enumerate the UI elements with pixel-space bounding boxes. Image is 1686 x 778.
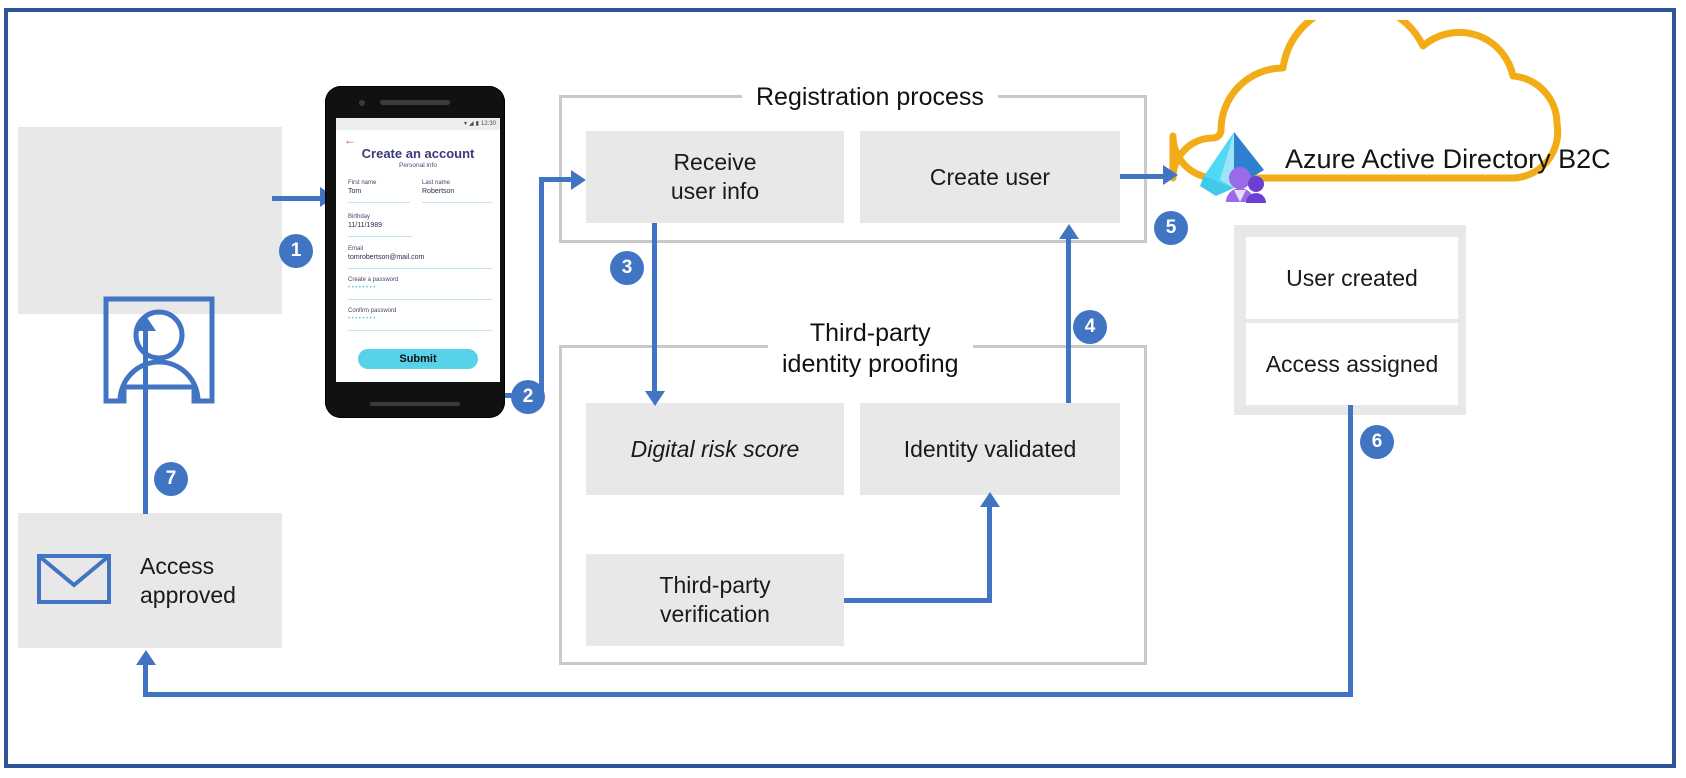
field-birthday-underline	[348, 236, 412, 237]
field-last-name-label: Last name	[422, 180, 451, 186]
field-email[interactable]: Email tomrobertson@mail.com	[348, 246, 488, 261]
form-subtitle: Personal info	[399, 162, 437, 169]
create-user-box: Create user	[860, 131, 1120, 223]
azure-cloud-label: Azure Active Directory B2C	[1285, 144, 1611, 174]
connector-4-arrowhead	[1059, 224, 1079, 239]
third-party-verification-box: Third-party verification	[586, 554, 844, 646]
connector-verify-line-a	[844, 598, 992, 603]
access-approved-box: Access approved	[18, 513, 282, 648]
field-first-name-label: First name	[348, 180, 377, 186]
field-create-password-underline	[348, 299, 492, 300]
field-confirm-password[interactable]: Confirm password ••••••••	[348, 308, 468, 322]
field-first-name-value: Tom	[348, 188, 362, 195]
identity-validated-box: Identity validated	[860, 403, 1120, 495]
field-first-name[interactable]: First name Tom	[348, 180, 414, 195]
smartphone-mockup: ▾ ◢ ▮ 12:30 ← Create an account Personal…	[325, 86, 505, 418]
digital-risk-score-box: Digital risk score	[586, 403, 844, 495]
user-created-label: User created	[1286, 264, 1418, 291]
field-create-password-label: Create a password	[348, 277, 399, 283]
field-confirm-password-value: ••••••••	[348, 316, 377, 322]
step-badge-2: 2	[511, 380, 545, 414]
access-assigned-box: Access assigned	[1246, 323, 1458, 405]
wifi-icon: ▾	[464, 121, 468, 127]
phone-status-bar: ▾ ◢ ▮ 12:30	[336, 118, 500, 130]
field-email-value: tomrobertson@mail.com	[348, 254, 425, 261]
back-arrow-icon[interactable]: ←	[344, 133, 356, 147]
field-birthday-value: 11/11/1989	[348, 222, 382, 229]
create-user-label: Create user	[929, 163, 1051, 190]
third-party-title: Third-party identity proofing	[768, 318, 973, 379]
field-last-name[interactable]: Last name Robertson	[422, 180, 492, 195]
connector-7-line	[143, 329, 148, 514]
connector-5-line	[1120, 174, 1168, 179]
battery-icon: ▮	[475, 121, 479, 127]
identity-validated-label: Identity validated	[903, 435, 1077, 462]
receive-user-info-label: Receive user info	[670, 149, 760, 204]
step-badge-4: 4	[1073, 310, 1107, 344]
step-badge-6: 6	[1360, 425, 1394, 459]
connector-2-line-b	[539, 177, 544, 398]
connector-verify-line-b	[987, 505, 992, 601]
connector-5-arrowhead	[1163, 165, 1178, 185]
connector-6-line-a	[1348, 405, 1353, 696]
signal-icon: ◢	[469, 121, 474, 127]
phone-speaker	[380, 100, 450, 105]
connector-7-arrowhead	[136, 316, 156, 331]
connector-1-line	[272, 196, 326, 201]
field-confirm-password-label: Confirm password	[348, 308, 397, 314]
connector-2-arrowhead	[571, 170, 586, 190]
phone-camera-icon	[359, 100, 365, 106]
connector-6-line-b	[143, 692, 1353, 697]
phone-screen: ▾ ◢ ▮ 12:30 ← Create an account Personal…	[336, 118, 500, 382]
step-badge-3: 3	[610, 251, 644, 285]
connector-2-line-c	[539, 177, 575, 182]
field-last-name-value: Robertson	[422, 188, 455, 195]
field-confirm-password-underline	[348, 330, 492, 331]
connector-verify-arrowhead	[980, 492, 1000, 507]
connector-4-line	[1066, 237, 1071, 403]
field-email-underline	[348, 268, 492, 269]
user-avatar-icon	[103, 296, 215, 404]
access-approved-label: Access approved	[140, 552, 236, 608]
step-badge-1: 1	[279, 234, 313, 268]
connector-3-line	[652, 223, 657, 396]
field-last-name-underline	[422, 202, 492, 203]
phone-home-bar	[370, 402, 460, 406]
connector-6-line-c	[143, 663, 148, 695]
field-email-label: Email	[348, 246, 364, 252]
user-created-box: User created	[1246, 237, 1458, 319]
step-badge-5: 5	[1154, 211, 1188, 245]
status-time: 12:30	[480, 121, 496, 127]
step-badge-7: 7	[154, 462, 188, 496]
azure-ad-logo	[1200, 132, 1266, 203]
diagram-border	[4, 8, 1676, 768]
form-title: Create an account	[361, 146, 475, 161]
submit-button[interactable]: Submit	[358, 349, 478, 369]
registration-process-title: Registration process	[742, 82, 998, 113]
envelope-icon	[37, 554, 111, 604]
connector-6-arrowhead	[136, 650, 156, 665]
receive-user-info-box: Receive user info	[586, 131, 844, 223]
third-party-verification-label: Third-party verification	[659, 572, 771, 627]
digital-risk-score-label: Digital risk score	[630, 435, 800, 462]
azure-cloud-shape	[1155, 0, 1675, 235]
connector-3-arrowhead	[645, 391, 665, 406]
user-box	[18, 127, 282, 404]
field-create-password[interactable]: Create a password ••••••••	[348, 277, 468, 291]
access-assigned-label: Access assigned	[1265, 350, 1439, 377]
field-birthday[interactable]: Birthday 11/11/1989	[348, 214, 438, 229]
field-birthday-label: Birthday	[348, 214, 371, 220]
field-first-name-underline	[348, 202, 410, 203]
cloud-outline-icon	[1169, 0, 1562, 182]
field-create-password-value: ••••••••	[348, 285, 377, 291]
